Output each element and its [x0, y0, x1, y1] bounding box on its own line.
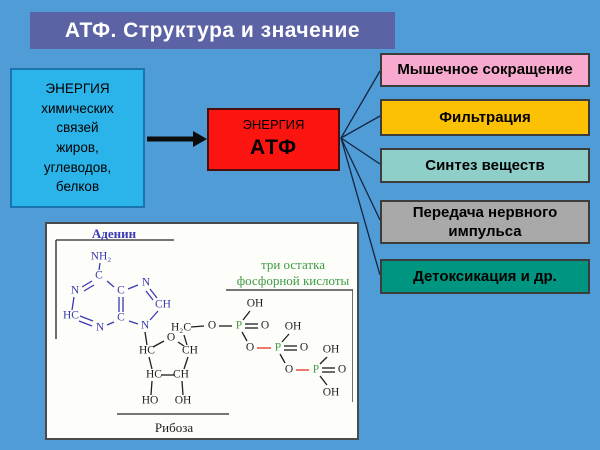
svg-text:O: O — [338, 364, 346, 376]
svg-text:три остатка: три остатка — [261, 257, 325, 272]
svg-text:P: P — [275, 342, 281, 354]
svg-text:O: O — [300, 342, 308, 354]
energy-source-line: углеводов, — [43, 159, 112, 175]
arrow-head-icon — [193, 131, 207, 147]
svg-text:C: C — [95, 270, 103, 282]
svg-text:O: O — [261, 320, 269, 332]
svg-text:H₂C: H₂C — [171, 322, 191, 334]
energy-source-line: химических — [41, 100, 114, 116]
energy-source-box: ЭНЕРГИЯ химических связей жиров, углевод… — [10, 68, 145, 208]
svg-text:OH: OH — [323, 387, 340, 399]
svg-text:CH: CH — [155, 299, 171, 311]
svg-text:фосфорной кислоты: фосфорной кислоты — [237, 273, 350, 288]
svg-text:CH: CH — [182, 345, 198, 357]
svg-text:HC: HC — [146, 369, 162, 381]
function-box-synthesis: Синтез веществ — [380, 148, 590, 183]
atp-energy-label: ЭНЕРГИЯ — [242, 117, 305, 133]
energy-source-line: жиров, — [56, 140, 99, 155]
atp-energy-box: ЭНЕРГИЯ АТФ — [207, 108, 340, 171]
svg-text:N: N — [96, 322, 105, 334]
svg-text:N: N — [142, 277, 151, 289]
svg-text:OH: OH — [285, 321, 302, 333]
function-box-muscle-contraction: Мышечное сокращение — [380, 53, 590, 87]
svg-text:HC: HC — [63, 310, 79, 322]
energy-source-line: ЭНЕРГИЯ — [45, 81, 110, 97]
function-box-detoxification: Детоксикация и др. — [380, 259, 590, 294]
energy-source-line: белков — [55, 179, 100, 195]
svg-text:O: O — [167, 332, 175, 344]
svg-text:P: P — [236, 320, 242, 332]
svg-text:HO: HO — [142, 395, 159, 407]
svg-text:N: N — [71, 285, 80, 297]
function-box-filtration: Фильтрация — [380, 99, 590, 136]
energy-source-line: связей — [56, 120, 99, 136]
svg-text:O: O — [246, 342, 254, 354]
svg-text:C: C — [117, 285, 125, 297]
svg-text:N: N — [141, 320, 150, 332]
slide-title: АТФ. Структура и значение — [30, 12, 395, 49]
svg-text:HC: HC — [139, 345, 155, 357]
atp-label: АТФ — [249, 136, 298, 160]
svg-text:Рибоза: Рибоза — [155, 420, 193, 434]
svg-text:OH: OH — [323, 344, 340, 356]
svg-text:NH₂: NH₂ — [91, 251, 112, 263]
svg-text:CH: CH — [173, 369, 189, 381]
svg-text:C: C — [117, 312, 125, 324]
svg-text:O: O — [285, 364, 293, 376]
svg-text:O: O — [208, 320, 216, 332]
svg-text:Аденин: Аденин — [92, 226, 137, 241]
svg-text:OH: OH — [175, 395, 192, 407]
svg-text:OH: OH — [247, 298, 264, 310]
function-box-nerve-impulse: Передача нервного импульса — [380, 200, 590, 244]
svg-text:P: P — [313, 364, 319, 376]
